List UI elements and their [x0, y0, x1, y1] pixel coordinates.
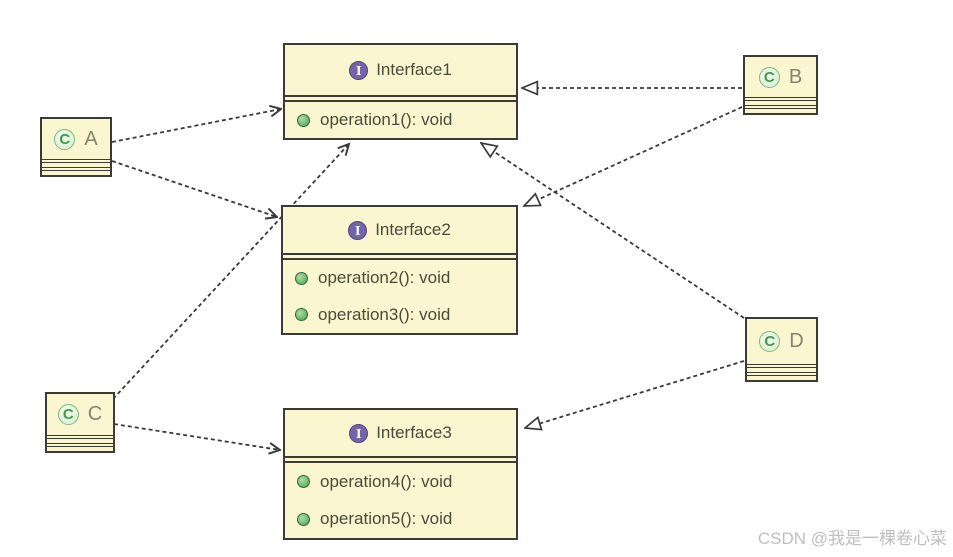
interface3-methods: operation4(): void operation5(): void	[285, 463, 516, 538]
method-label: operation3(): void	[318, 304, 451, 324]
method-row: operation4(): void	[285, 463, 516, 501]
compartment-separator	[285, 456, 516, 463]
class-icon: C	[758, 66, 780, 88]
method-label: operation1(): void	[320, 110, 453, 129]
interface2-header: I Interface2	[283, 207, 516, 253]
method-row: operation3(): void	[283, 297, 516, 334]
public-method-icon	[297, 113, 310, 127]
method-row: operation5(): void	[285, 501, 516, 539]
edge-D-Interface1-realization	[481, 143, 745, 319]
fields-compartment	[47, 435, 113, 443]
interface3-title: Interface3	[376, 423, 452, 442]
edge-D-Interface3-realization	[525, 360, 745, 428]
compartment-separator	[285, 95, 516, 102]
class-b-header: C B	[745, 57, 816, 97]
method-row: operation2(): void	[283, 260, 516, 297]
interface2-methods: operation2(): void operation3(): void	[283, 260, 516, 333]
edge-C-Interface3-dependency	[113, 423, 280, 450]
class-icon: C	[54, 128, 76, 150]
fields-compartment	[745, 97, 816, 105]
interface3-header: I Interface3	[285, 410, 516, 456]
class-d-box: C D	[745, 317, 818, 382]
interface2-title: Interface2	[375, 220, 451, 239]
method-label: operation2(): void	[318, 268, 451, 288]
edge-B-Interface2-realization	[524, 106, 743, 206]
fields-compartment	[747, 364, 816, 372]
fields-compartment	[42, 159, 110, 167]
public-method-icon	[297, 512, 310, 526]
class-a-header: C A	[42, 119, 110, 159]
methods-compartment	[745, 105, 816, 113]
edge-A-Interface1-dependency	[111, 109, 281, 143]
method-label: operation4(): void	[320, 471, 453, 491]
interface3-box: I Interface3 operation4(): void operatio…	[283, 408, 518, 540]
interface1-header: I Interface1	[285, 45, 516, 95]
public-method-icon	[295, 308, 308, 322]
class-b-box: C B	[743, 55, 818, 115]
class-a-box: C A	[40, 117, 112, 177]
interface2-box: I Interface2 operation2(): void operatio…	[281, 205, 518, 335]
public-method-icon	[297, 475, 310, 489]
class-d-label: D	[789, 330, 804, 352]
class-d-header: C D	[747, 319, 816, 364]
method-label: operation5(): void	[320, 509, 453, 529]
class-icon: C	[57, 404, 79, 425]
method-row: operation1(): void	[285, 102, 516, 138]
edge-A-Interface2-dependency	[111, 160, 277, 217]
class-c-box: C C	[45, 392, 115, 453]
interface-icon: I	[349, 423, 369, 443]
methods-compartment	[42, 167, 110, 175]
compartment-separator	[283, 253, 516, 260]
interface-icon: I	[349, 60, 369, 80]
class-b-label: B	[788, 65, 803, 88]
public-method-icon	[295, 271, 308, 285]
class-icon: C	[759, 331, 781, 352]
csdn-watermark: CSDN @我是一棵卷心菜	[757, 529, 947, 548]
interface1-title: Interface1	[376, 60, 452, 79]
interface1-box: I Interface1 operation1(): void	[283, 43, 518, 140]
interface1-methods: operation1(): void	[285, 102, 516, 138]
class-c-label: C	[87, 403, 103, 425]
methods-compartment	[747, 372, 816, 380]
class-a-label: A	[84, 127, 98, 150]
methods-compartment	[47, 443, 113, 451]
class-c-header: C C	[47, 394, 113, 435]
interface-icon: I	[348, 220, 368, 240]
